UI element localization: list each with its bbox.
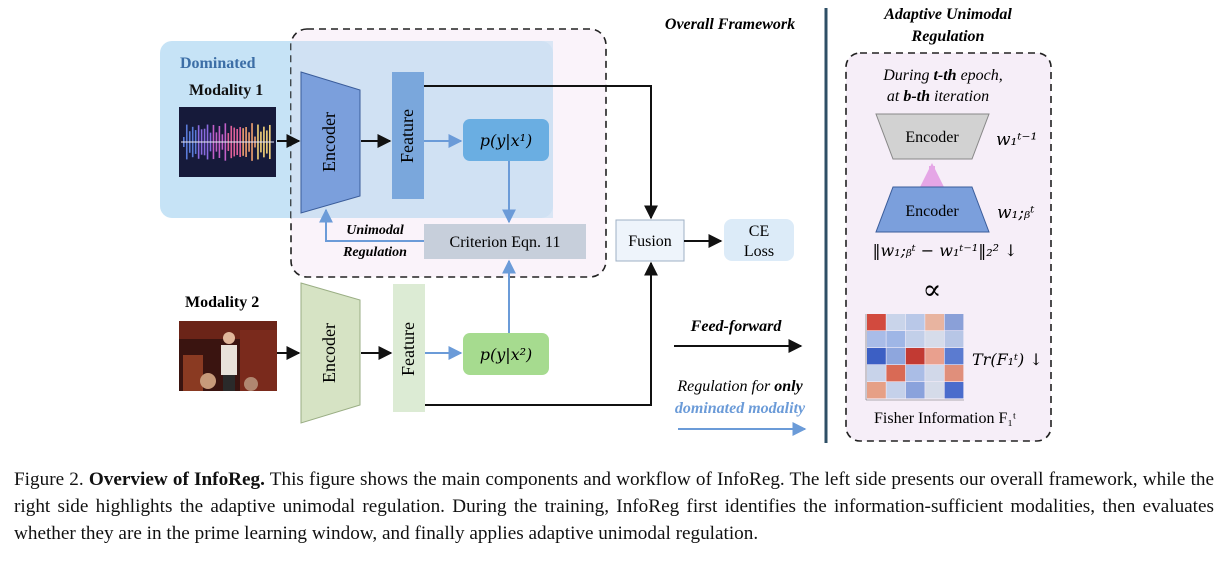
heatmap-cell [905, 331, 925, 348]
adaptive-title-line1: Adaptive Unimodal [883, 6, 1012, 23]
regulation-arrows [319, 134, 516, 360]
encoder-curr-block [875, 186, 990, 233]
dominated-label: Dominated [180, 55, 256, 72]
encoder-prev-label: Encoder [905, 129, 959, 146]
fisher-heatmap [865, 314, 964, 401]
heatmap-cell [886, 314, 906, 331]
norm-label: ‖w₁;ᵦᵗ − w₁ᵗ⁻¹‖₂² ↓ [872, 241, 1017, 260]
heatmap-cell [867, 331, 886, 348]
overall-framework-title: Overall Framework [665, 16, 795, 33]
video-frame-image [179, 321, 277, 391]
encoder1-label: Encoder [319, 112, 339, 172]
fusion-box [615, 219, 685, 262]
feature1-label: Feature [397, 109, 417, 163]
w-prev-label: w₁ᵗ⁻¹ [996, 130, 1037, 150]
w-curr-label: w₁;ᵦᵗ [997, 203, 1035, 223]
heatmap-cell [925, 365, 944, 382]
trace-label: Tr(F₁ᵗ) ↓ [972, 350, 1043, 369]
encoder-curr-label: Encoder [905, 203, 959, 220]
heatmap-cell [944, 331, 964, 348]
during-line1: During t-th epoch, [882, 67, 1003, 84]
p1-box [463, 119, 549, 161]
ce-loss-line2: Loss [744, 243, 774, 260]
ce-loss-line1: CE [749, 223, 769, 240]
heatmap-cell [925, 331, 944, 348]
heatmap-cell [905, 314, 925, 331]
criterion-box [424, 224, 586, 259]
encoder1-block [300, 71, 361, 214]
regulation-legend-line1: Regulation for only [676, 378, 803, 395]
heatmap-cell [867, 348, 886, 365]
p2-label: p(y|x²) [480, 345, 533, 364]
heatmap-cell [886, 348, 906, 365]
encoder2-block [300, 282, 361, 424]
infoReg-figure: Dominated Modality 1 Encoder Feature p(y… [160, 6, 1052, 443]
heatmap-cell [905, 382, 925, 399]
caption-title: Overview of InfoReg. [88, 469, 265, 490]
heatmap-cell [867, 365, 886, 382]
heatmap-cell [905, 348, 925, 365]
heatmap-cell [905, 365, 925, 382]
feature1-block [392, 72, 424, 199]
ce-loss-box [724, 219, 794, 261]
encoder-prev-block [875, 113, 990, 160]
audio-waveform-image [179, 107, 276, 177]
modality1-label: Modality 1 [189, 82, 263, 99]
heatmap-cell [886, 331, 906, 348]
p2-box [463, 333, 549, 375]
unimodal-reg-line1: Unimodal [346, 223, 404, 238]
p1-label: p(y|x¹) [480, 131, 533, 150]
adaptive-title-line2: Regulation [911, 28, 985, 45]
encoder2-label: Encoder [319, 323, 339, 383]
heatmap-cell [944, 348, 964, 365]
heatmap-cell [925, 382, 944, 399]
caption-body: This figure shows the main components an… [14, 469, 1215, 544]
heatmap-cell [925, 348, 944, 365]
feed-forward-arrows [277, 85, 723, 406]
feature2-block [393, 284, 425, 412]
feature2-label: Feature [398, 322, 418, 376]
caption-prefix: Figure 2. [14, 469, 84, 490]
heatmap-cell [886, 365, 906, 382]
feed-forward-label: Feed-forward [690, 318, 783, 335]
heatmap-cell [944, 365, 964, 382]
proportional-symbol: ∝ [923, 275, 942, 306]
heatmap-cell [867, 382, 886, 399]
unimodal-reg-line2: Regulation [342, 245, 407, 260]
during-line2: at b-th iteration [887, 88, 989, 105]
heatmap-cell [886, 382, 906, 399]
heatmap-cell [944, 382, 964, 399]
regulation-legend-line2: dominated modality [675, 400, 806, 417]
figure-caption: Figure 2. Overview of InfoReg. This figu… [14, 466, 1214, 547]
modality2-label: Modality 2 [185, 294, 259, 311]
criterion-label: Criterion Eqn. 11 [450, 234, 561, 251]
heatmap-cell [944, 314, 964, 331]
heatmap-cell [867, 314, 886, 331]
fusion-label: Fusion [628, 233, 672, 250]
heatmap-cell [925, 314, 944, 331]
fisher-label: Fisher Information F₁ᵗ [874, 410, 1016, 427]
